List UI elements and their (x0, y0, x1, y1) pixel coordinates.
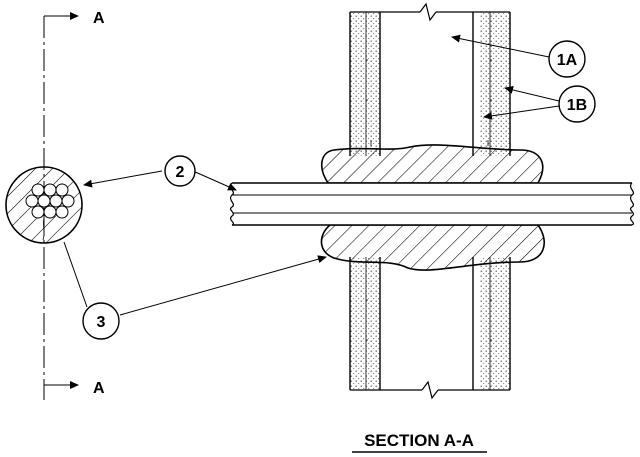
lower-wall (349, 257, 511, 400)
sealant-upper (321, 144, 544, 184)
callout-3-label: 3 (97, 314, 106, 331)
sealant-lower (320, 224, 546, 271)
callout-1a: 1A (548, 40, 586, 78)
callout-3: 3 (82, 302, 120, 340)
upper-wall (349, 2, 511, 156)
section-label-bottom: A (93, 380, 105, 397)
cable-cross-section (5, 166, 83, 244)
callout-1b: 1B (558, 85, 596, 123)
conductor-bundle (25, 183, 75, 219)
cable (229, 182, 635, 226)
callout-2-label: 2 (176, 164, 185, 181)
callout-2: 2 (164, 155, 196, 187)
section-title: SECTION A-A (364, 431, 474, 450)
callout-1a-label: 1A (557, 52, 578, 69)
section-label-top: A (93, 10, 105, 27)
callout-1b-label: 1B (567, 97, 587, 114)
leader-lines (63, 34, 560, 316)
